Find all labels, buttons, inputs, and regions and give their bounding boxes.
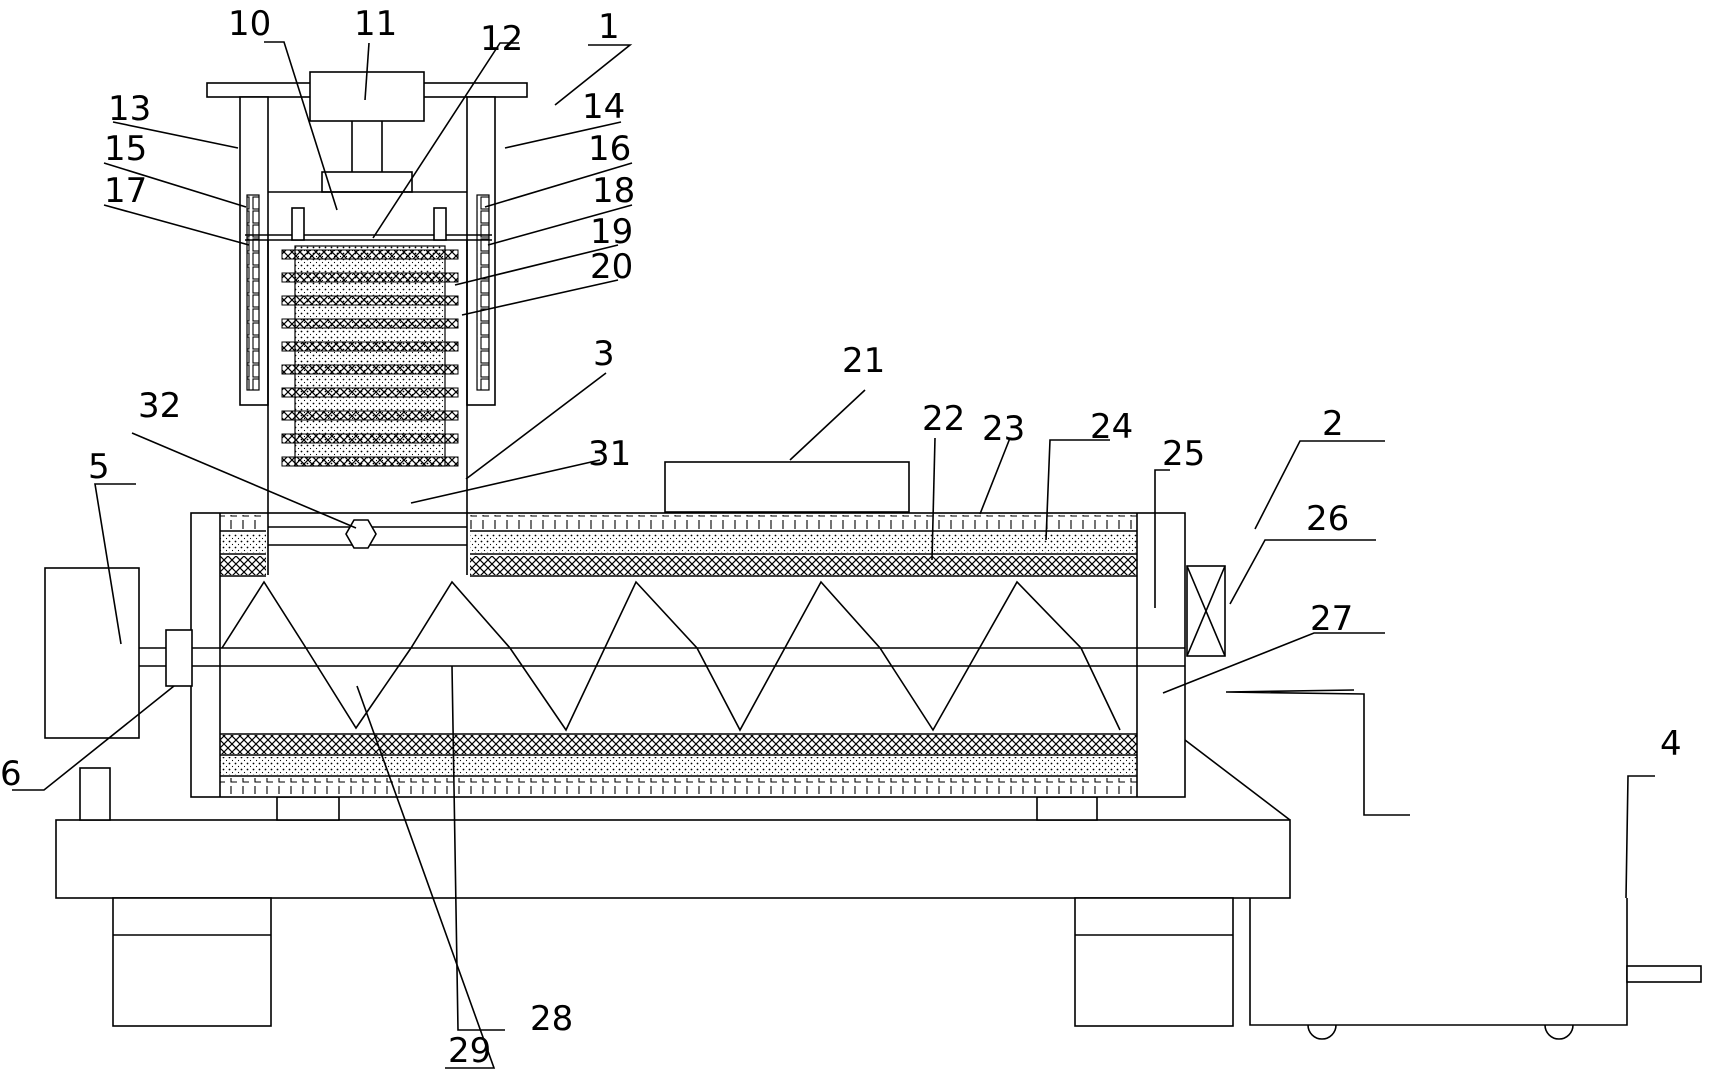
- label-4: 4: [1660, 724, 1682, 764]
- label-25: 25: [1162, 434, 1205, 474]
- leader-lines: [12, 41, 1655, 1069]
- label-26: 26: [1306, 499, 1349, 539]
- press-assembly: [206, 71, 528, 575]
- motor: [44, 567, 166, 739]
- filter-plates: [281, 249, 459, 467]
- cart: [1249, 898, 1702, 1040]
- label-11: 11: [354, 4, 397, 44]
- label-31: 31: [588, 434, 631, 474]
- label-21: 21: [842, 341, 885, 381]
- label-22: 22: [922, 399, 965, 439]
- label-17: 17: [104, 171, 147, 211]
- label-6: 6: [0, 754, 22, 794]
- label-24: 24: [1090, 407, 1133, 447]
- label-12: 12: [480, 19, 523, 59]
- label-14: 14: [582, 87, 625, 127]
- label-10: 10: [228, 4, 271, 44]
- label-13: 13: [108, 89, 151, 129]
- label-28: 28: [530, 999, 573, 1039]
- label-32: 32: [138, 386, 181, 426]
- label-5: 5: [88, 447, 110, 487]
- label-16: 16: [588, 129, 631, 169]
- label-15: 15: [104, 129, 147, 169]
- label-19: 19: [590, 212, 633, 252]
- reference-numerals: 1 2 3 4 5 6 10 11 12 13 14 15 16 17 18 1…: [0, 4, 1682, 1071]
- base-frame: [55, 739, 1291, 1027]
- label-23: 23: [982, 409, 1025, 449]
- drum-housing: [165, 461, 1226, 798]
- label-27: 27: [1310, 599, 1353, 639]
- label-1: 1: [598, 7, 620, 47]
- label-2: 2: [1322, 404, 1344, 444]
- label-18: 18: [592, 171, 635, 211]
- label-20: 20: [590, 247, 633, 287]
- label-29: 29: [448, 1031, 491, 1070]
- label-3: 3: [593, 334, 615, 374]
